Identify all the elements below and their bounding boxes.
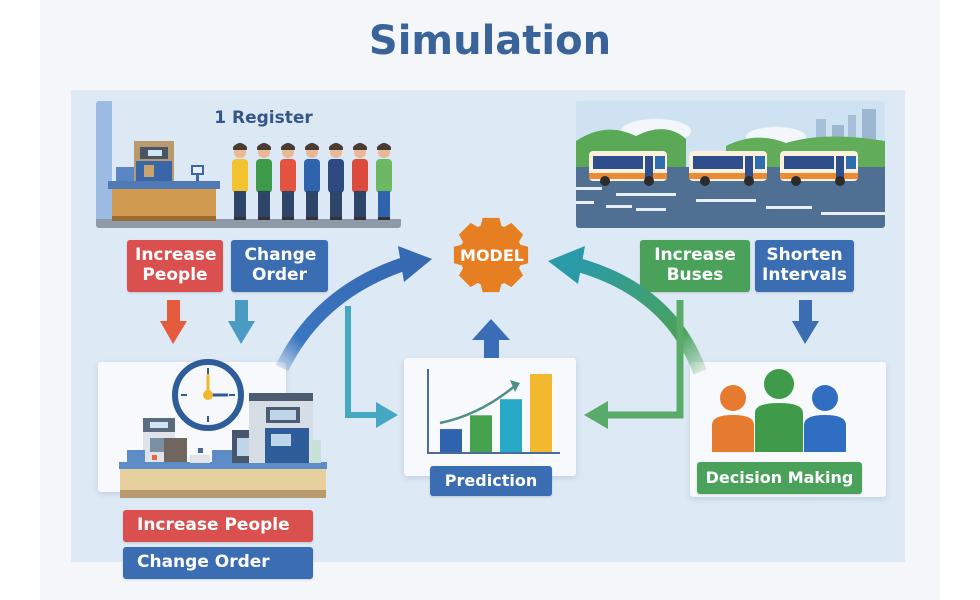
bottom-increase-people-label: Increase People bbox=[137, 515, 290, 536]
prediction-bar bbox=[530, 374, 552, 452]
elbow-arrow-right bbox=[606, 300, 684, 419]
queue-person bbox=[256, 143, 272, 220]
increase-buses-tag: Increase Buses bbox=[640, 240, 750, 292]
elbow-arrow-left bbox=[345, 306, 378, 418]
bus-illustration bbox=[576, 101, 885, 228]
decision-person-icon bbox=[804, 385, 846, 452]
model-gear-icon bbox=[453, 217, 529, 293]
arrow-down-shorten-intervals bbox=[792, 321, 819, 344]
queue-person bbox=[304, 143, 320, 220]
bus-icon bbox=[689, 151, 767, 186]
queue-person bbox=[232, 143, 248, 220]
queue-person bbox=[328, 143, 344, 220]
bottom-increase-people-tag: Increase People bbox=[123, 510, 313, 542]
arrow-down-change-order bbox=[228, 321, 255, 344]
curved-arrow-left-head bbox=[398, 246, 432, 282]
curved-arrow-left bbox=[275, 255, 413, 372]
register-caption: 1 Register bbox=[214, 108, 313, 128]
diagram-title: Simulation bbox=[368, 18, 612, 64]
bottom-change-order-tag: Change Order bbox=[123, 547, 313, 579]
curved-arrow-right-head bbox=[548, 246, 585, 284]
queue-person bbox=[280, 143, 296, 220]
shorten-intervals-tag: Shorten Intervals bbox=[755, 240, 854, 292]
shorten-intervals-label: Shorten Intervals bbox=[762, 245, 847, 285]
register-scene: 1 Register bbox=[96, 101, 401, 228]
curved-arrow-right bbox=[573, 257, 707, 375]
queue-person bbox=[376, 143, 392, 220]
decision-person-icon bbox=[712, 385, 754, 452]
prediction-bar bbox=[440, 429, 462, 452]
prediction-bar bbox=[500, 399, 522, 452]
prediction-label-text: Prediction bbox=[444, 470, 538, 490]
decision-making-label-text: Decision Making bbox=[705, 467, 854, 487]
change-order-label: Change Order bbox=[244, 245, 317, 285]
increase-people-tag: Increase People bbox=[127, 240, 223, 292]
decision-making-label: Decision Making bbox=[697, 462, 862, 494]
increase-people-label: Increase People bbox=[135, 245, 217, 285]
bus-icon bbox=[780, 151, 858, 186]
arrow-down-increase-people bbox=[160, 321, 187, 344]
prediction-bar bbox=[470, 415, 492, 452]
bottom-change-order-label: Change Order bbox=[137, 552, 270, 573]
decision-person-icon bbox=[755, 369, 803, 452]
queue-people bbox=[232, 143, 392, 220]
bus-icon bbox=[589, 151, 667, 186]
queue-person bbox=[352, 143, 368, 220]
prediction-label: Prediction bbox=[430, 466, 552, 496]
register-illustration bbox=[96, 101, 401, 228]
change-order-tag: Change Order bbox=[231, 240, 328, 292]
increase-buses-label: Increase Buses bbox=[654, 245, 736, 285]
model-label: MODEL bbox=[460, 246, 524, 265]
arrow-up-to-model bbox=[472, 319, 510, 340]
bus-scene bbox=[576, 101, 885, 228]
